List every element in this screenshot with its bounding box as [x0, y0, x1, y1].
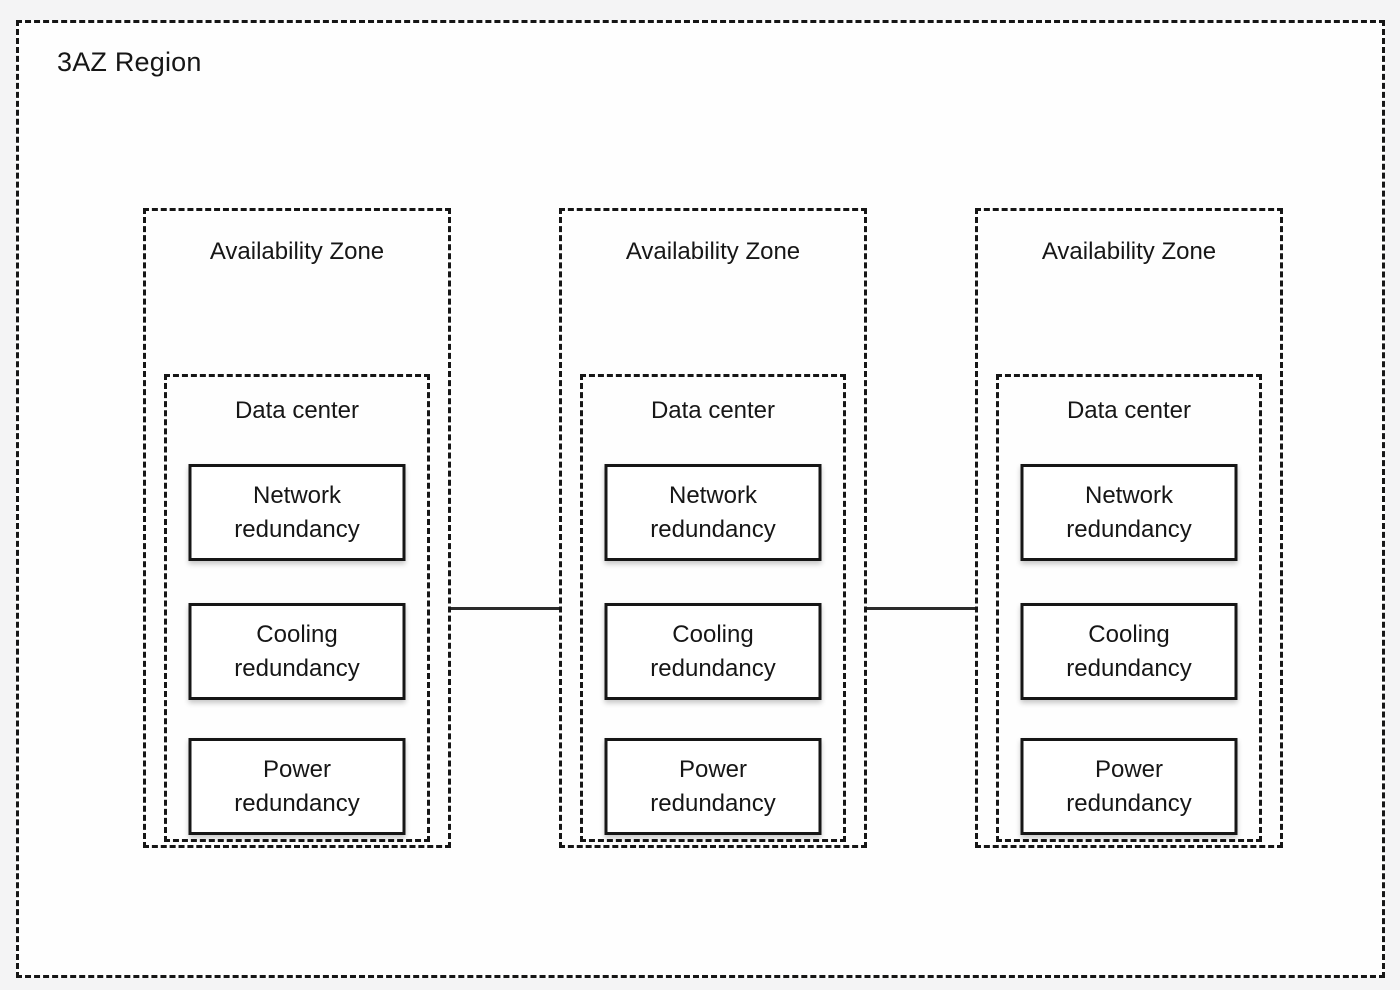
datacenter-2: Data center Network redundancy Cooling r… — [580, 374, 846, 842]
datacenter-2-label: Data center — [650, 397, 776, 424]
power-redundancy-node: Power redundancy — [1020, 738, 1238, 835]
cooling-redundancy-node: Cooling redundancy — [1020, 603, 1238, 700]
network-redundancy-node: Network redundancy — [188, 464, 406, 561]
availability-zone-1-label: Availability Zone — [209, 238, 385, 265]
datacenter-1-label: Data center — [234, 397, 360, 424]
availability-zone-2-label: Availability Zone — [625, 238, 801, 265]
datacenter-3-label: Data center — [1066, 397, 1192, 424]
network-redundancy-node: Network redundancy — [1020, 464, 1238, 561]
availability-zone-1: Availability Zone Data center Network re… — [143, 208, 451, 848]
datacenter-3: Data center Network redundancy Cooling r… — [996, 374, 1262, 842]
availability-zone-3-label: Availability Zone — [1041, 238, 1217, 265]
power-redundancy-node: Power redundancy — [604, 738, 822, 835]
availability-zone-2: Availability Zone Data center Network re… — [559, 208, 867, 848]
availability-zone-3: Availability Zone Data center Network re… — [975, 208, 1283, 848]
power-redundancy-node: Power redundancy — [188, 738, 406, 835]
cooling-redundancy-node: Cooling redundancy — [188, 603, 406, 700]
region-label: 3AZ Region — [57, 47, 202, 77]
datacenter-1: Data center Network redundancy Cooling r… — [164, 374, 430, 842]
cooling-redundancy-node: Cooling redundancy — [604, 603, 822, 700]
region-box: 3AZ Region Availability Zone Data center… — [16, 20, 1385, 978]
network-redundancy-node: Network redundancy — [604, 464, 822, 561]
az-connector-line-2 — [867, 607, 975, 610]
az-connector-line-1 — [451, 607, 559, 610]
